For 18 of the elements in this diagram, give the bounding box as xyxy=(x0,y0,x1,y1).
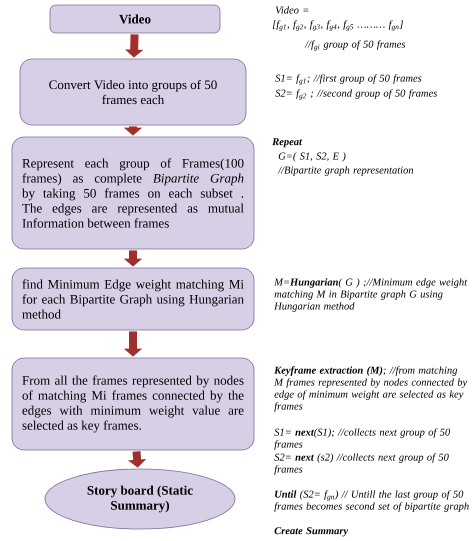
pseudocode-text: S1= f$_{g1}$; //first group of 50 frames xyxy=(275,74,422,85)
process-box: find Minimum Edge weight matching Mi for each Bipartite Graph using Hungarian method xyxy=(12,268,254,330)
pseudocode-text: S2= f$_{g2}$ ; //second group of 50 frames xyxy=(275,89,437,100)
pseudocode-text: //Bipartite graph representation xyxy=(278,166,414,176)
pseudocode-text: Keyframe extraction (M); //from matching M frames represented by nodes connected by edge of minimum weight are selected as key frames xyxy=(274,366,468,412)
pseudocode-text: //f$_{gi}$ group of 50 frames xyxy=(304,40,406,51)
pseudocode-text: Until (S2= f$_{gn}$) // Untill the last group of 50 frames becomes second set of bipartite graph xyxy=(274,490,469,512)
pseudocode-text: Repeat xyxy=(272,138,302,148)
pseudocode-text: Video = xyxy=(276,6,308,14)
process-box: Represent each group of Frames(100 frames) as complete Bipartite Graph by taking 50 frames on each subset . The edges are represented as mutual Information between frames xyxy=(12,136,254,250)
pseudocode-text: M=Hungarian( G ) ;//Minimum edge weight matching M in Bipartite graph G using Hungarian method xyxy=(274,278,468,312)
process-box: From all the frames represented by nodes of matching Mi frames connected by the edges with minimum weight value are selected as key frames. xyxy=(12,358,254,450)
pseudocode-text: Create Summary xyxy=(274,527,348,536)
start-box: Video xyxy=(50,4,220,34)
pseudocode-text: S2= next (s2) //collects next group of 50 frames xyxy=(274,453,449,475)
process-box: Convert Video into groups of 50 frames each xyxy=(20,58,246,126)
pseudocode-text: G=( S1, S2, E ) xyxy=(278,152,346,162)
pseudocode-text: [f$_{g1}$, f$_{g2}$, f$_{g3}$, f$_{g4}$, f$_{g5}$ ……… f$_{gn}$] xyxy=(272,20,403,31)
